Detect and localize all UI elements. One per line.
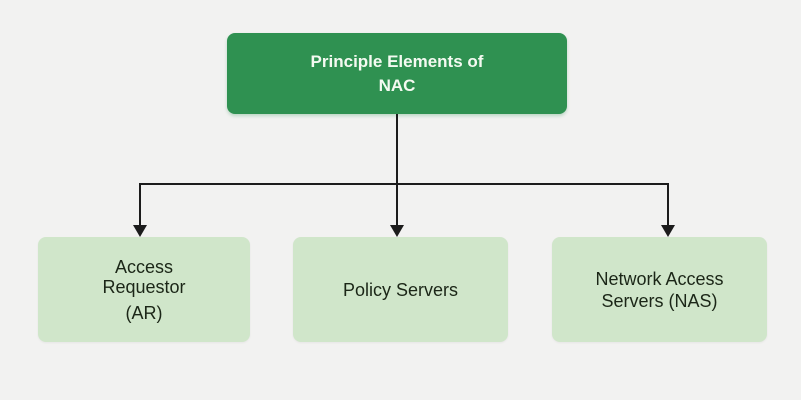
network-access-servers-label-line-1: Network Access — [595, 268, 724, 289]
arrowhead-middle-icon — [390, 225, 404, 237]
child-node-network-access-servers: Network Access Servers (NAS) — [552, 237, 767, 342]
arrowhead-left-icon — [133, 225, 147, 237]
root-node-label-line-1: Principle Elements of — [310, 51, 484, 71]
root-node-label-line-2: NAC — [378, 75, 416, 95]
child-node-access-requestor: Access Requestor (AR) — [38, 237, 250, 342]
arrowhead-right-icon — [661, 225, 675, 237]
access-requestor-label-line-3: (AR) — [125, 302, 163, 323]
network-access-servers-label-line-2: Servers (NAS) — [601, 290, 718, 311]
access-requestor-label-line-2: Requestor — [102, 276, 186, 297]
policy-servers-label: Policy Servers — [342, 279, 459, 300]
root-node-principle-elements-of-nac: Principle Elements of NAC — [227, 33, 567, 114]
access-requestor-label-line-1: Access — [114, 256, 174, 277]
child-node-policy-servers: Policy Servers — [293, 237, 508, 342]
